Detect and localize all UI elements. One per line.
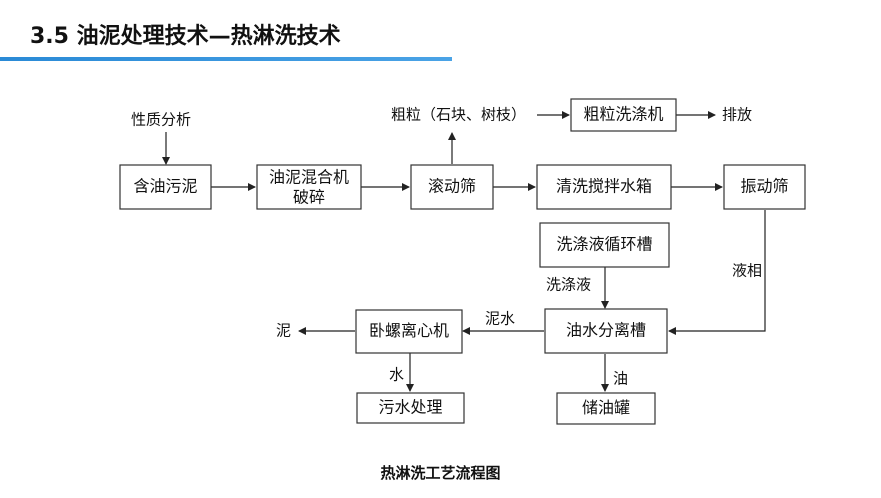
label-discharge: 排放 xyxy=(722,106,752,124)
node-vibrating-screen: 振动筛 xyxy=(723,164,806,210)
label-coarse-particles: 粗粒（石块、树枝） xyxy=(391,106,526,124)
page-title: 3.5 油泥处理技术—热淋洗技术 xyxy=(30,24,341,49)
arrow-vibrating-to-separator xyxy=(668,210,766,335)
node-oil-tank-label: 储油罐 xyxy=(582,398,630,417)
node-drum-screen-label: 滚动筛 xyxy=(428,177,476,196)
node-coarse-washer-label: 粗粒洗涤机 xyxy=(583,105,663,124)
node-oily-sludge-label: 含油污泥 xyxy=(133,177,197,196)
node-separator-label: 油水分离槽 xyxy=(566,321,646,340)
label-water: 水 xyxy=(389,366,404,384)
node-wash-circ-label: 洗涤液循环槽 xyxy=(556,235,652,254)
figure-caption: 热淋洗工艺流程图 xyxy=(380,464,501,482)
node-wash-tank-label: 清洗搅拌水箱 xyxy=(556,177,652,196)
node-wastewater-treatment: 污水处理 xyxy=(356,392,465,424)
label-oil: 油 xyxy=(613,370,628,388)
label-sludge: 泥 xyxy=(276,322,291,340)
node-decanter-centrifuge: 卧螺离心机 xyxy=(355,309,463,354)
node-wastewater-label: 污水处理 xyxy=(378,398,442,417)
node-centrifuge-label: 卧螺离心机 xyxy=(369,321,449,340)
label-property-analysis: 性质分析 xyxy=(131,111,191,129)
node-oil-water-separator: 油水分离槽 xyxy=(544,308,668,354)
node-coarse-washer: 粗粒洗涤机 xyxy=(570,98,677,132)
node-mixer-label-line2: 破碎 xyxy=(293,188,325,207)
node-oil-storage-tank: 储油罐 xyxy=(556,392,656,425)
node-wash-tank: 清洗搅拌水箱 xyxy=(536,164,672,210)
node-drum-screen: 滚动筛 xyxy=(410,164,494,210)
node-wash-circulation-tank: 洗涤液循环槽 xyxy=(539,222,670,268)
node-vibrating-screen-label: 振动筛 xyxy=(740,177,788,196)
title-underline xyxy=(0,57,452,61)
label-sludge-water: 泥水 xyxy=(485,310,515,328)
label-wash-liquid: 洗涤液 xyxy=(546,276,591,294)
node-oily-sludge: 含油污泥 xyxy=(119,164,212,210)
node-mixer-label-line1: 油泥混合机 xyxy=(269,168,349,187)
node-mixer-crusher: 油泥混合机 破碎 xyxy=(256,164,362,210)
label-liquid-phase: 液相 xyxy=(732,262,762,280)
